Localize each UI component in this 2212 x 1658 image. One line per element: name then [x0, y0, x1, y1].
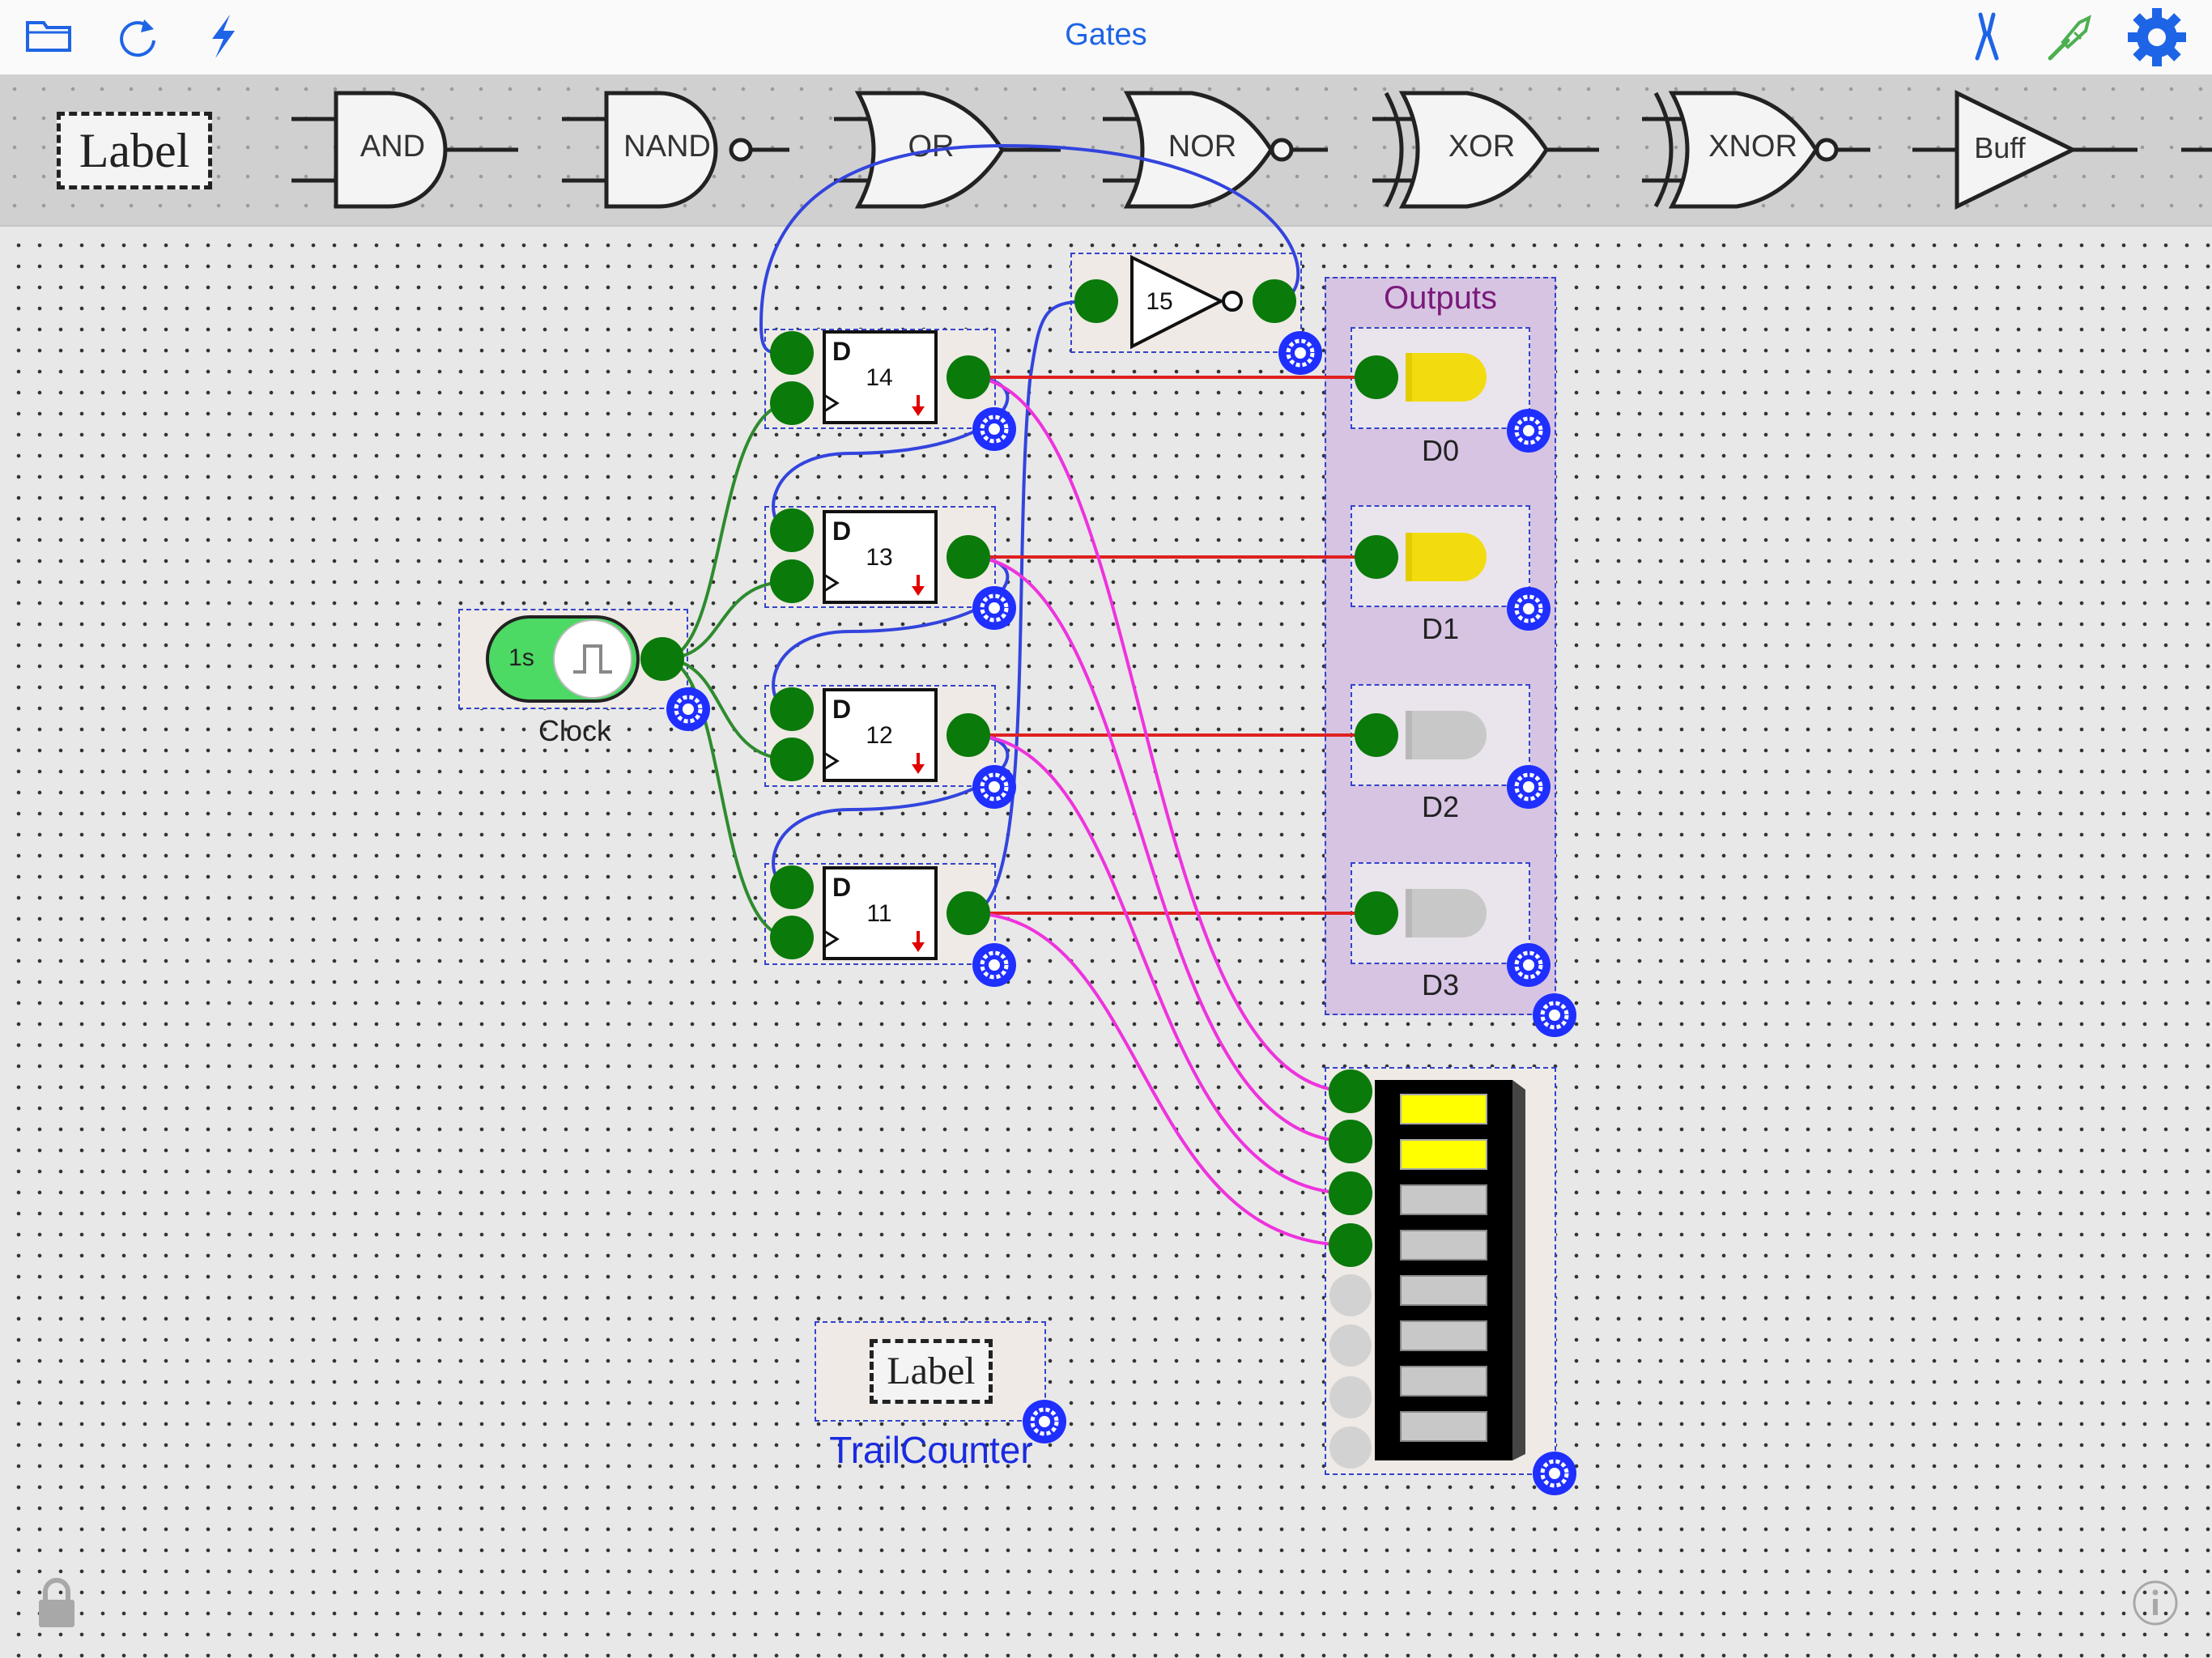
top-toolbar: Gates [0, 0, 2212, 76]
settings-badges [666, 331, 1576, 1495]
clock-period: 1s [508, 644, 534, 671]
output-wires [968, 376, 1376, 915]
flipflop-14-type: D [832, 337, 852, 366]
feedback-wires [759, 143, 1300, 915]
folder-icon[interactable] [24, 15, 73, 55]
unused-pins [1329, 1274, 1372, 1469]
lock-icon[interactable] [32, 1577, 81, 1629]
inverter-shape [1130, 254, 1243, 350]
flipflop-13-id: 13 [866, 544, 893, 571]
led-d1-lamp [1406, 533, 1487, 581]
pins [640, 279, 1398, 1267]
led-d2-lamp [1406, 711, 1487, 759]
refresh-icon[interactable] [113, 11, 162, 60]
app-title: Gates [1065, 18, 1147, 52]
flipflop-red-arrows [912, 395, 925, 952]
clock-name: Clock [538, 714, 612, 747]
flipflop-11-type: D [832, 873, 852, 902]
lightning-icon[interactable] [202, 11, 243, 60]
flipflop-13-type: D [832, 517, 852, 546]
gear-icon[interactable] [2126, 6, 2188, 68]
led-d2-label: D2 [1421, 790, 1460, 823]
flipflop-boxes [823, 330, 938, 960]
xnor-gate-item[interactable]: XNOR [1708, 130, 1797, 164]
led-d0-label: D0 [1421, 434, 1460, 467]
flipflop-14-id: 14 [866, 364, 893, 391]
buffer-gate-item[interactable]: Buff [1974, 131, 2026, 164]
bar-wires [968, 376, 1351, 1247]
xor-gate-item[interactable]: XOR [1448, 130, 1516, 164]
led-d1-label: D1 [1421, 612, 1460, 645]
trail-label-box: Label [870, 1339, 993, 1404]
flipflop-11-id: 11 [866, 900, 892, 927]
palette-label-item[interactable]: Label [57, 112, 212, 189]
inverter-id: 15 [1146, 288, 1173, 315]
or-gate-item[interactable]: OR [908, 130, 955, 164]
led-d3-lamp [1406, 889, 1487, 937]
circuit-canvas[interactable] [0, 227, 2212, 1658]
nand-gate-item[interactable]: NAND [623, 130, 711, 164]
wire-cutter-icon[interactable] [1963, 10, 2011, 63]
nor-gate-item[interactable]: NOR [1168, 130, 1237, 164]
flipflop-12-id: 12 [866, 722, 893, 749]
flipflop-clock-marks [823, 393, 840, 949]
probe-icon[interactable] [2044, 10, 2097, 63]
clock-switch [486, 615, 640, 703]
and-gate-item[interactable]: AND [359, 130, 426, 164]
flipflop-12-type: D [832, 695, 852, 724]
outputs-title: Outputs [1383, 280, 1498, 316]
info-icon[interactable] [2131, 1579, 2180, 1627]
clock-wires [661, 402, 793, 939]
led-d0-lamp [1406, 353, 1487, 402]
trail-label-name: TrailCounter [829, 1429, 1033, 1471]
bar-display [1375, 1080, 1525, 1460]
led-d3-label: D3 [1421, 968, 1460, 1001]
